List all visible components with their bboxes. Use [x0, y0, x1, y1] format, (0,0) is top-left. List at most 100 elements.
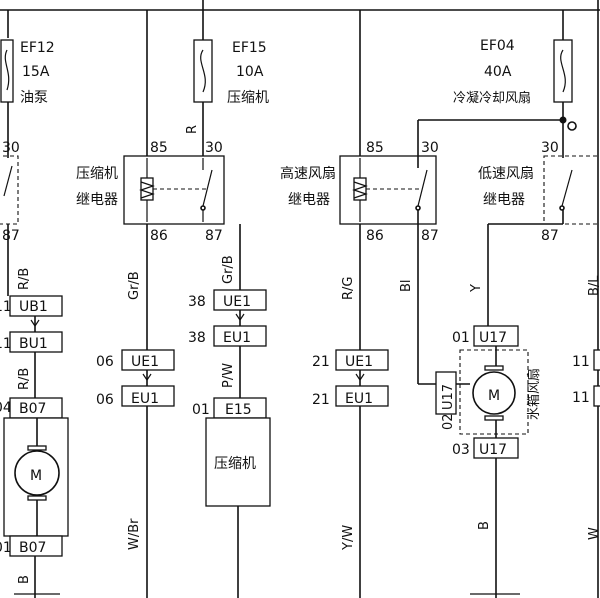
fuse-ef12-rating: 15A	[22, 64, 50, 80]
wire-label-y: Y	[469, 284, 484, 293]
fuse-ef04	[553, 39, 573, 103]
connector-eu1-b-pin: 38	[188, 330, 206, 346]
relay-low-speed-fan-switch	[561, 169, 573, 207]
wire-label-right-1: B/L	[587, 275, 600, 296]
fuse-ef15-load: 压缩机	[227, 90, 269, 106]
relay-compressor-switch	[202, 169, 213, 207]
fuse-ef12-element	[4, 49, 10, 91]
connector-right-a	[593, 349, 600, 371]
connector-u17-bottom-pin: 03	[452, 442, 470, 458]
relay-high-speed-fan-switch	[417, 169, 428, 207]
relay-compressor-name-1: 压缩机	[76, 166, 118, 182]
fuse-ef12-load: 油泵	[20, 90, 48, 106]
connector-b07-bottom-pin: 01	[0, 540, 12, 556]
connector-e15-pin: 01	[192, 402, 210, 418]
connector-u17-side-pin: 02	[441, 413, 456, 430]
connector-eu1-c	[335, 385, 389, 407]
connector-u17-bottom-name: U17	[479, 442, 507, 458]
connector-right-b-pin: 11	[572, 390, 590, 406]
wire-label-rb-upper: R/B	[17, 268, 32, 290]
relay-low-speed-fan-name-1: 低速风扇	[478, 166, 534, 182]
fuse-ef04-element	[560, 49, 566, 93]
fuse-ef12	[0, 39, 14, 103]
relay-compressor	[123, 155, 225, 225]
connector-bu1	[9, 331, 63, 353]
connector-eu1-c-name: EU1	[345, 391, 373, 407]
wire-label-yw: Y/W	[341, 525, 356, 551]
fuse-ef15-rating: 10A	[236, 64, 264, 80]
relay-high-speed-fan-pin-86: 86	[366, 228, 384, 244]
fuse-ef15-id: EF15	[232, 40, 267, 56]
connector-right-b	[593, 385, 600, 407]
wire-label-pw: P/W	[221, 363, 236, 388]
connector-eu1-b-name: EU1	[223, 330, 251, 346]
connector-b07-top-pin: 04	[0, 400, 12, 416]
connector-right-a-pin: 11	[572, 354, 590, 370]
relay-left-pin-87: 87	[2, 228, 20, 244]
relay-compressor-pin-30: 30	[205, 140, 223, 156]
connector-eu1-a-name: EU1	[131, 391, 159, 407]
fuse-ef12-id: EF12	[20, 40, 55, 56]
relay-compressor-pin-86: 86	[150, 228, 168, 244]
connector-ue1-a	[121, 349, 175, 371]
pump-motor-symbol-label: M	[30, 468, 42, 484]
connector-e15-name: E15	[225, 402, 252, 418]
relay-high-speed-fan-pin-30: 30	[421, 140, 439, 156]
relay-compressor-name-2: 继电器	[76, 192, 118, 208]
wire-label-b-fan: B	[477, 521, 492, 530]
fuse-ef15-element	[200, 49, 206, 93]
connector-u17-side-name: U17	[441, 384, 456, 410]
wire-label-rg: R/G	[341, 277, 356, 301]
connector-b07-bottom-name: B07	[19, 540, 46, 556]
connector-u17-top-pin: 01	[452, 330, 470, 346]
connector-eu1-a	[121, 385, 175, 407]
pump-motor-symbol	[14, 450, 60, 496]
connector-ub1-pin: 11	[0, 299, 12, 315]
wire-label-grb-left: Gr/B	[127, 271, 142, 300]
relay-left-switch	[3, 165, 13, 197]
fuse-ef04-load: 冷凝冷却风扇	[453, 90, 531, 106]
wire-label-b-left: B	[17, 575, 32, 584]
wire-label-grb-right: Gr/B	[221, 255, 236, 284]
connector-ue1-a-name: UE1	[131, 354, 159, 370]
splice-ef04-ring	[567, 121, 577, 131]
relay-low-speed-fan-pin-30: 30	[541, 140, 559, 156]
connector-u17-top-name: U17	[479, 330, 507, 346]
relay-left	[0, 155, 19, 225]
connector-eu1-a-pin: 06	[96, 392, 114, 408]
connector-b07-bottom	[9, 535, 63, 557]
relay-compressor-pin-87: 87	[205, 228, 223, 244]
water-tank-fan-motor	[472, 371, 516, 415]
connector-ub1-name: UB1	[19, 299, 48, 315]
wire-label-rb-lower: R/B	[17, 368, 32, 390]
relay-left-pin-30: 30	[2, 140, 20, 156]
connector-ue1-c-pin: 21	[312, 354, 330, 370]
water-tank-fan-label: 水箱风扇	[526, 368, 542, 420]
connector-ue1-b-name: UE1	[223, 294, 251, 310]
relay-low-speed-fan	[543, 155, 600, 225]
wire-label-bl: Bl	[399, 279, 414, 292]
connector-u17-side	[435, 371, 457, 415]
connector-ue1-c-name: UE1	[345, 354, 373, 370]
connector-ue1-a-pin: 06	[96, 354, 114, 370]
connector-ub1	[9, 295, 63, 317]
wire-label-right-2: W	[587, 527, 600, 540]
fuse-ef04-rating: 40A	[484, 64, 512, 80]
relay-high-speed-fan-pin-85: 85	[366, 140, 384, 156]
connector-ue1-b-pin: 38	[188, 294, 206, 310]
connector-ue1-c	[335, 349, 389, 371]
fuse-ef04-id: EF04	[480, 38, 515, 54]
compressor-load	[205, 417, 271, 507]
connector-eu1-c-pin: 21	[312, 392, 330, 408]
relay-low-speed-fan-name-2: 继电器	[483, 192, 525, 208]
wire-label-r: R	[185, 125, 200, 134]
water-tank-fan	[459, 349, 529, 435]
connector-b07-top-name: B07	[19, 401, 46, 417]
compressor-load-label: 压缩机	[214, 456, 256, 472]
relay-high-speed-fan-name-1: 高速风扇	[280, 165, 336, 182]
relay-high-speed-fan-name-2: 继电器	[288, 192, 330, 208]
wire-label-wbr: W/Br	[127, 518, 142, 550]
connector-bu1-name: BU1	[19, 336, 48, 352]
water-tank-fan-motor-symbol: M	[488, 388, 500, 404]
